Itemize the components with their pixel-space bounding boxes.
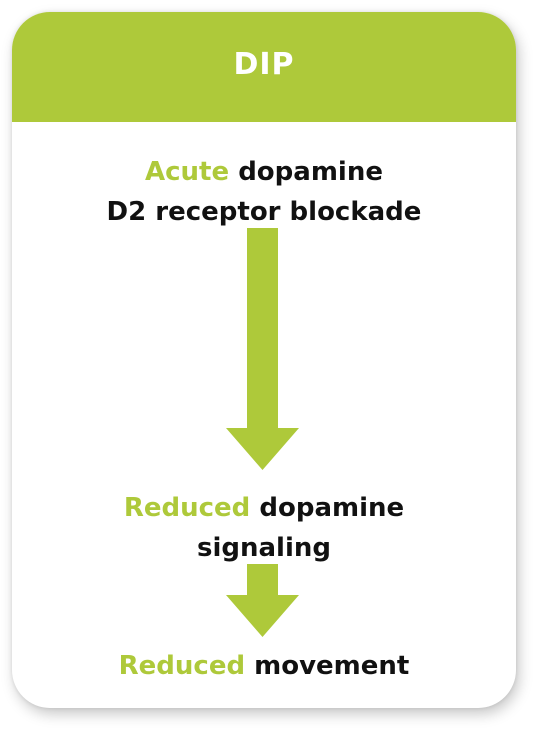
step-line-1: Reduced movement bbox=[12, 646, 516, 686]
step-text: dopamine bbox=[238, 157, 383, 187]
step-line-2: D2 receptor blockade bbox=[106, 197, 422, 227]
step-line-1: Reduced dopamine bbox=[12, 488, 516, 528]
step-reduced-signaling: Reduced dopamine signaling bbox=[12, 488, 516, 568]
step-line-2: signaling bbox=[197, 533, 331, 563]
card-header: DIP bbox=[12, 12, 516, 122]
flow-arrows bbox=[226, 228, 299, 637]
dip-card: DIP Acute dopamine D2 receptor blockade … bbox=[12, 12, 516, 708]
card-title: DIP bbox=[233, 46, 295, 82]
step-line-1: Acute dopamine bbox=[12, 152, 516, 192]
step-acute-blockade: Acute dopamine D2 receptor blockade bbox=[12, 152, 516, 232]
step-highlight: Reduced bbox=[118, 651, 246, 681]
step-highlight: Reduced bbox=[123, 493, 251, 523]
step-text: movement bbox=[254, 651, 410, 681]
arrow-down-long-icon bbox=[226, 228, 299, 470]
step-highlight: Acute bbox=[145, 157, 230, 187]
arrow-down-short-icon bbox=[226, 564, 299, 637]
step-text: dopamine bbox=[259, 493, 405, 523]
step-reduced-movement: Reduced movement bbox=[12, 646, 516, 686]
